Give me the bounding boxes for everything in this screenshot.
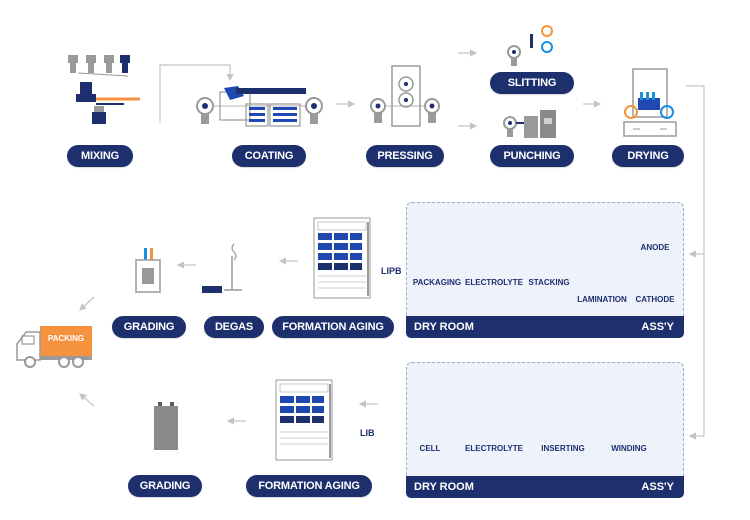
slitting-machine-icon — [507, 25, 553, 66]
anode-label: ANODE — [640, 243, 670, 252]
lib-formation-aging-step: FORMATION AGING — [246, 475, 372, 497]
degas-step: DEGAS — [204, 316, 264, 338]
packing-truck-icon — [16, 326, 92, 368]
lib-electrolyte-label: ELECTROLYTE — [465, 444, 523, 453]
packing-label: PACKING — [47, 334, 85, 343]
slitting-step: SLITTING — [490, 72, 574, 94]
mixing-tanks-icon — [68, 55, 140, 124]
lamination-label: LAMINATION — [577, 295, 627, 304]
mixing-step: MIXING — [67, 145, 133, 167]
lipb-tag: LIPB — [381, 266, 402, 276]
cell-label: CELL — [419, 444, 441, 453]
lib-dry-room-panel: DRY ROOM ASS'Y — [406, 362, 684, 498]
winding-label: WINDING — [611, 444, 647, 453]
packaging-label: PACKAGING — [412, 278, 462, 287]
lib-tag: LIB — [360, 428, 375, 438]
stacking-label: STACKING — [528, 278, 570, 287]
pouch-cell-grading-icon — [135, 248, 161, 293]
inserting-label: INSERTING — [541, 444, 585, 453]
lib-grading-step: GRADING — [128, 475, 202, 497]
lipb-assy-label: ASS'Y — [641, 321, 674, 333]
formation-aging-rack-icon — [313, 217, 371, 299]
punching-machine-icon — [503, 110, 556, 138]
drying-step: DRYING — [612, 145, 684, 167]
lipb-dry-room-bar: DRY ROOM ASS'Y — [406, 316, 684, 338]
lib-formation-aging-rack-icon — [275, 379, 333, 461]
coating-step: COATING — [232, 145, 306, 167]
cathode-label: CATHODE — [635, 295, 675, 304]
coating-machine-icon — [196, 86, 323, 127]
degas-icon — [202, 243, 242, 293]
lib-assy-label: ASS'Y — [641, 481, 674, 493]
pressing-machine-icon — [370, 65, 440, 127]
punching-step: PUNCHING — [490, 145, 574, 167]
pressing-step: PRESSING — [366, 145, 444, 167]
lipb-dry-room-label: DRY ROOM — [414, 321, 474, 333]
lipb-electrolyte-label: ELECTROLYTE — [465, 278, 523, 287]
lib-dry-room-label: DRY ROOM — [414, 481, 474, 493]
drying-oven-icon — [623, 68, 677, 137]
lib-dry-room-bar: DRY ROOM ASS'Y — [406, 476, 684, 498]
lipb-grading-step: GRADING — [112, 316, 186, 338]
cylindrical-cell-grading-icon — [154, 402, 178, 450]
lipb-dry-room-panel: DRY ROOM ASS'Y — [406, 202, 684, 338]
lipb-formation-aging-step: FORMATION AGING — [272, 316, 394, 338]
